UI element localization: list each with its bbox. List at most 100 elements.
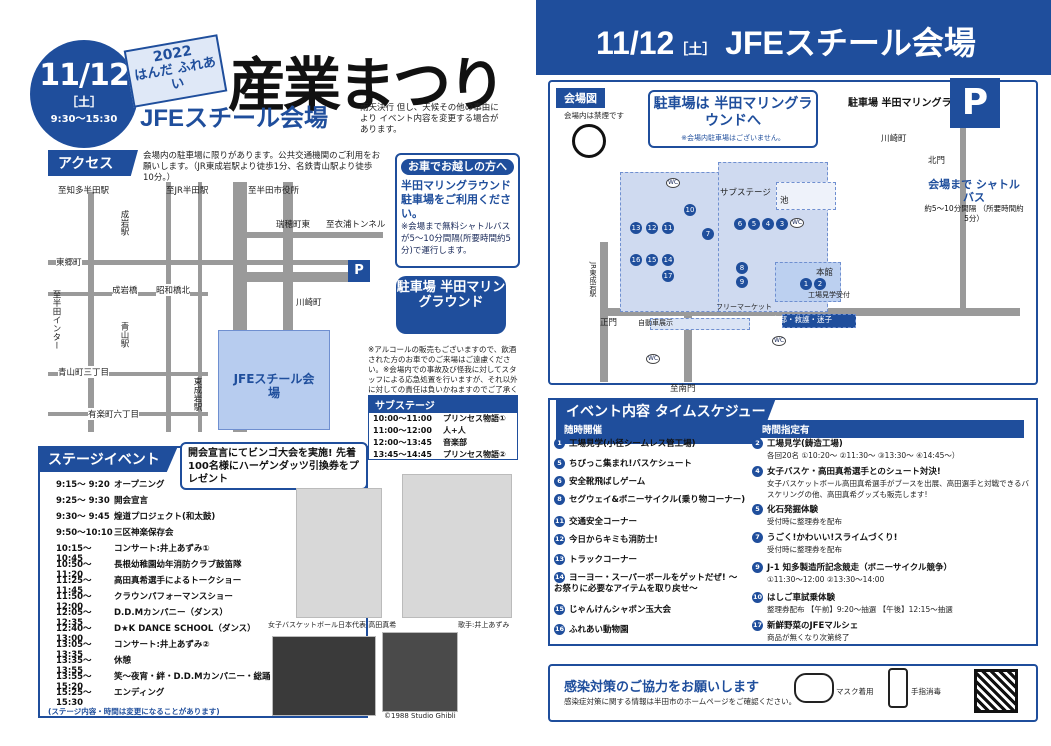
mask-icon: [794, 673, 834, 703]
parking-banner: 駐車場は 半田マリングラウンドへ ※会場内駐車場はございません。: [648, 90, 818, 148]
no-smoking-icon: [572, 124, 606, 158]
date-badge: 11/12 ［土］ 9:30〜15:30: [30, 40, 138, 148]
road-north-south: [88, 192, 94, 432]
bingo-callout: 開会宣言にてビンゴ大会を実施! 先着100名様にハーゲンダッツ引換券をプレゼント: [180, 442, 368, 490]
railway-line-jr: [198, 182, 202, 432]
map-marker-14: 14: [662, 254, 674, 266]
infection-note: 感染症対策に関する情報は半田市のホームページをご確認ください。: [564, 697, 797, 706]
wc-icon: WC: [646, 354, 660, 364]
map-marker-16: 16: [630, 254, 642, 266]
qr-code[interactable]: [974, 669, 1018, 713]
map-label-main-stage: 本部・救護・迷子: [772, 315, 832, 324]
stage-note: (ステージ内容・時間は変更になることがあります): [48, 707, 220, 716]
map-label-pond: 池: [780, 196, 789, 206]
label-kinuura: 至衣浦トンネル: [326, 220, 386, 230]
map-label-kitamon: 北門: [928, 156, 946, 166]
map-label-jr-station: JR東成岩駅: [589, 262, 597, 297]
label-narawa: 成岩橋: [112, 284, 138, 296]
wc-icon: WC: [772, 336, 786, 346]
mizuho-road: [233, 232, 383, 238]
map-marker-12: 12: [646, 222, 658, 234]
photo-totoro: [382, 632, 458, 712]
car-display-area: [650, 318, 750, 330]
sanitizer-label: 手指消毒: [911, 687, 941, 696]
car-notice-note: ※会場まで無料シャトルバスが5〜10分間隔(所要時間約5分)で運行します。: [401, 222, 511, 256]
wc-icon: WC: [666, 178, 680, 188]
left-page: 11/12 ［土］ 9:30〜15:30 2022 はんだ ふれあい 産業まつり…: [30, 34, 520, 720]
label-higashigo: 東郷町: [56, 256, 82, 268]
road-east-west: [48, 260, 348, 265]
col-timed: 時間指定有: [754, 420, 1024, 438]
label-ariwake: 有楽町六丁目: [88, 408, 140, 420]
main-stage-area: [782, 314, 856, 328]
map-label-main-building: 本館: [816, 268, 834, 278]
label-showa: 昭和橋北: [156, 284, 191, 296]
map-road-main: [600, 308, 1020, 316]
festival-title: 産業まつり: [228, 51, 506, 119]
parking-p-icon: P: [950, 78, 1000, 128]
pond: [776, 182, 836, 210]
map-marker-17: 17: [662, 270, 674, 282]
railway-line: [166, 182, 171, 432]
schedule-panel: [548, 398, 1038, 646]
sanitizer-icon: [888, 668, 908, 708]
map-marker-5: 5: [748, 218, 760, 230]
rain-note: 雨天決行 但し、天候その他の事由により イベント内容を変更する場合があります。: [360, 103, 499, 135]
map-marker-7: 7: [702, 228, 714, 240]
label-chita-handa: 至知多半田駅: [58, 186, 110, 196]
map-label-kawasaki: 川崎町: [881, 134, 907, 144]
map-label-minamimon: 至南門: [670, 384, 696, 394]
map-marker-9: 9: [736, 276, 748, 288]
map-marker-4: 4: [762, 218, 774, 230]
label-jr-handa: 至JR半田駅: [166, 186, 209, 196]
city-hall-road: [283, 182, 293, 332]
map-marker-15: 15: [646, 254, 658, 266]
map-label-sub-stage: サブステージ: [720, 188, 771, 198]
parking-banner-note: ※会場内駐車場はございません。: [681, 134, 785, 142]
car-notice-box: お車でお越しの方へ 半田マリングラウンド駐車場をご利用ください。 ※会場まで無料…: [395, 153, 520, 268]
sub-stage-heading: サブステージ: [369, 396, 517, 413]
parking-label: 駐車場 半田マリングラウンド: [848, 98, 982, 109]
label-handa-ic: 至半田インター: [51, 290, 61, 350]
map-marker-11: 11: [662, 222, 674, 234]
shuttle-label: 会場まで シャトルバス 約5〜10分間隔 （所要時間約5分）: [924, 178, 1024, 224]
label-higashi-narawa: 東成岩駅: [192, 377, 202, 411]
infection-title: 感染対策のご協力をお願いします: [564, 680, 760, 695]
map-marker-1: 1: [800, 278, 812, 290]
label-kawasaki: 川崎町: [296, 298, 322, 308]
photo-takada: [296, 488, 382, 618]
event-date: 11/12: [39, 58, 129, 93]
col-anytime: 随時開催: [556, 420, 726, 438]
shuttle-note: 約5〜10分間隔 （所要時間約5分）: [924, 204, 1024, 223]
map-road-south: [684, 312, 692, 382]
event-time: 9:30〜15:30: [50, 114, 118, 125]
caption-ghibli: ©1988 Studio Ghibli: [384, 712, 456, 720]
parking-banner-text: 駐車場は 半田マリングラウンドへ: [653, 96, 813, 129]
event-weekday: ［土］: [65, 95, 102, 109]
